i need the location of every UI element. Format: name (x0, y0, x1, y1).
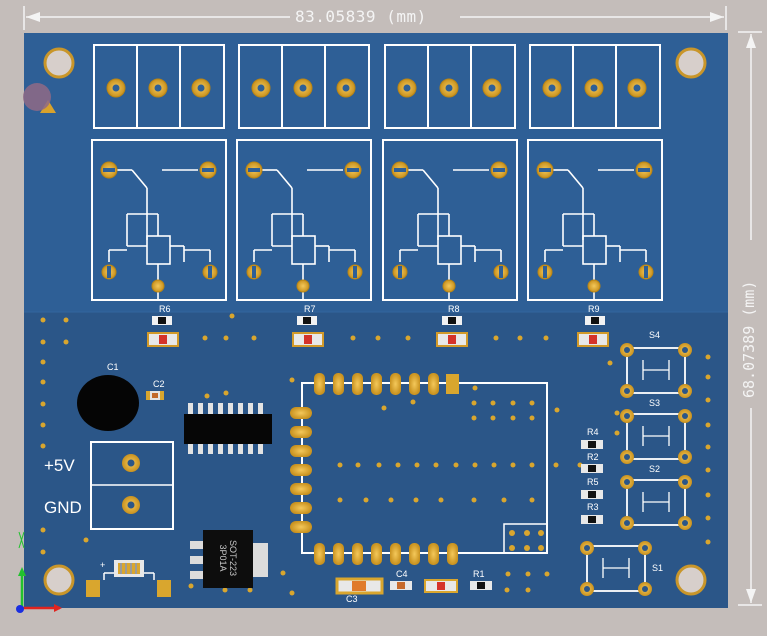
relay-resistors (152, 316, 605, 325)
label-c4: C4 (396, 569, 408, 579)
mcu-bottom-pads (314, 543, 458, 565)
label-r8: R8 (448, 304, 460, 314)
regulator-marking: SOT-223 3P01A (218, 539, 238, 577)
width-dimension-label: 83.05839 (mm) (295, 7, 427, 26)
relay-symbols (108, 169, 647, 300)
vias (40, 313, 711, 596)
label-r6: R6 (159, 304, 171, 314)
label-c1: C1 (107, 362, 119, 372)
label-power-gnd: GND (44, 498, 82, 517)
label-s4: S4 (649, 330, 661, 340)
label-r9: R9 (588, 304, 600, 314)
width-dimension-line (23, 6, 727, 30)
label-c2: C2 (153, 379, 165, 389)
relay-leds (147, 332, 609, 347)
label-s3: S3 (649, 398, 661, 408)
orientation-marker-triangle (40, 100, 56, 113)
label-r7: R7 (304, 304, 316, 314)
label-power-5v: +5V (44, 456, 75, 475)
push-buttons (580, 343, 692, 596)
bottom-smd-parts (335, 577, 492, 595)
soic-ic (184, 403, 272, 454)
slide-switch (86, 560, 171, 597)
label-r3: R3 (587, 502, 599, 512)
mcu-left-pads (290, 407, 312, 533)
label-r4: R4 (587, 427, 599, 437)
label-plus-mark: + (100, 560, 106, 570)
orientation-marker-dot (23, 83, 51, 111)
label-s1: S1 (652, 563, 664, 573)
switch-resistors (581, 440, 603, 524)
mcu-top-pads (314, 373, 459, 395)
height-dimension-line (738, 31, 762, 606)
capacitor-c1 (77, 375, 139, 431)
label-r1: R1 (473, 569, 485, 579)
label-s2: S2 (649, 464, 661, 474)
relay-footprints (91, 139, 663, 301)
terminal-blocks (93, 44, 661, 129)
voltage-regulator (190, 530, 268, 588)
axis-triad (16, 531, 62, 613)
label-r5: R5 (587, 477, 599, 487)
label-r2: R2 (587, 452, 599, 462)
label-c3: C3 (346, 594, 358, 604)
mounting-holes (43, 47, 707, 596)
